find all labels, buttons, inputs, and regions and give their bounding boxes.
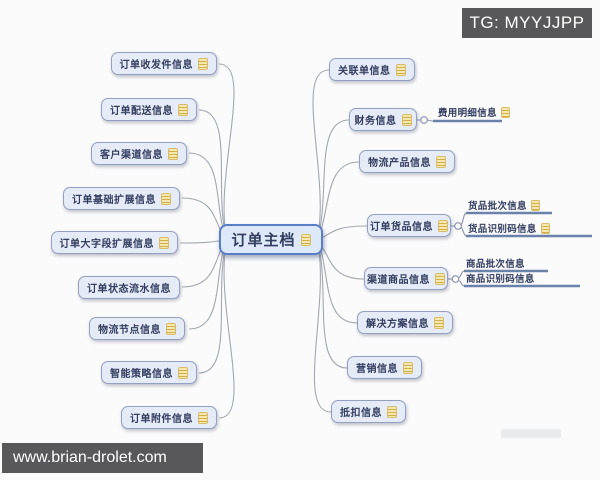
note-icon[interactable] — [403, 361, 413, 374]
note-icon[interactable] — [500, 106, 510, 118]
mindmap-node[interactable]: 渠道商品信息 — [364, 267, 448, 290]
tg-badge-text: TG: MYYJJPP — [469, 13, 585, 32]
mindmap-node[interactable]: 订单货品信息 — [367, 214, 451, 237]
subtopic-label: 商品识别码信息 — [466, 274, 535, 285]
mindmap-subtopic[interactable]: 货品批次信息 — [468, 199, 540, 212]
faint-watermark — [501, 429, 561, 438]
mindmap-node[interactable]: 订单基础扩展信息 — [63, 187, 180, 210]
node-label: 订单收发件信息 — [119, 60, 193, 71]
node-label: 财务信息 — [354, 116, 397, 127]
mindmap-node[interactable]: 订单附件信息 — [121, 406, 217, 429]
node-label: 渠道商品信息 — [367, 275, 430, 286]
collapse-handle-finance[interactable] — [420, 116, 428, 124]
node-label: 营销信息 — [356, 364, 398, 375]
mindmap-node[interactable]: 订单大字段扩展信息 — [50, 231, 178, 254]
mindmap-node[interactable]: 财务信息 — [349, 108, 417, 131]
mindmap-node[interactable]: 物流节点信息 — [89, 317, 185, 340]
site-bar-text: www.brian-drolet.com — [13, 449, 167, 466]
node-label: 订单状态流水信息 — [87, 284, 171, 295]
note-icon[interactable] — [178, 366, 188, 379]
note-icon[interactable] — [178, 103, 188, 116]
collapse-handle-order-goods[interactable] — [454, 222, 462, 230]
note-icon[interactable] — [438, 219, 448, 232]
subbranch-stubs — [417, 119, 467, 287]
note-icon[interactable] — [530, 199, 540, 211]
mindmap-node[interactable]: 营销信息 — [347, 356, 422, 379]
mindmap-node[interactable]: 抵扣信息 — [331, 400, 406, 423]
node-label: 物流产品信息 — [368, 158, 431, 169]
note-icon[interactable] — [168, 147, 178, 160]
mindmap-node[interactable]: 物流产品信息 — [359, 150, 455, 173]
note-icon[interactable] — [161, 192, 171, 205]
mindmap-node[interactable]: 订单收发件信息 — [110, 52, 217, 75]
root-label: 订单主档 — [231, 232, 296, 249]
note-icon[interactable] — [540, 222, 550, 234]
node-label: 抵扣信息 — [340, 408, 382, 419]
node-label: 物流节点信息 — [98, 325, 161, 336]
mindmap-subtopic[interactable]: 费用明细信息 — [438, 106, 510, 119]
note-icon[interactable] — [434, 316, 444, 329]
mindmap-node[interactable]: 订单配送信息 — [101, 98, 197, 121]
note-icon[interactable] — [401, 113, 412, 126]
child-underlines — [433, 119, 592, 288]
site-watermark-bar: www.brian-drolet.com — [2, 443, 203, 473]
node-label: 订单附件信息 — [130, 414, 193, 425]
note-icon[interactable] — [198, 57, 208, 70]
tg-watermark-badge: TG: MYYJJPP — [462, 8, 592, 38]
mindmap-root-node[interactable]: 订单主档 — [219, 224, 323, 255]
mindmap-subtopic[interactable]: 商品识别码信息 — [466, 272, 535, 285]
subtopic-label: 货品识别码信息 — [468, 224, 537, 235]
note-icon[interactable] — [198, 411, 208, 424]
collapse-handle-channel-goods[interactable] — [451, 275, 460, 283]
subtopic-label: 商品批次信息 — [466, 259, 525, 270]
mindmap-subtopic[interactable]: 商品批次信息 — [466, 257, 525, 270]
node-label: 订单大字段扩展信息 — [59, 239, 154, 250]
node-label: 订单货品信息 — [370, 222, 433, 233]
note-icon[interactable] — [159, 236, 169, 249]
mindmap-node[interactable]: 订单状态流水信息 — [78, 276, 180, 299]
subtopic-label: 货品批次信息 — [468, 201, 527, 212]
mindmap-subtopic[interactable]: 货品识别码信息 — [468, 222, 550, 235]
note-icon[interactable] — [300, 233, 311, 246]
mindmap-node[interactable]: 客户渠道信息 — [91, 142, 187, 165]
note-icon[interactable] — [395, 63, 406, 76]
node-label: 智能策略信息 — [110, 369, 173, 380]
node-label: 解决方案信息 — [366, 319, 429, 330]
mindmap-node[interactable]: 解决方案信息 — [357, 311, 453, 334]
node-label: 客户渠道信息 — [100, 150, 163, 161]
note-icon[interactable] — [166, 322, 176, 335]
mindmap-node[interactable]: 关联单信息 — [329, 58, 415, 81]
node-label: 订单配送信息 — [110, 106, 173, 117]
note-icon[interactable] — [436, 155, 446, 168]
node-label: 关联单信息 — [338, 66, 391, 77]
note-icon[interactable] — [387, 405, 397, 418]
subtopic-label: 费用明细信息 — [438, 108, 497, 119]
node-label: 订单基础扩展信息 — [72, 195, 156, 206]
note-icon[interactable] — [435, 272, 445, 285]
mindmap-node[interactable]: 智能策略信息 — [101, 361, 197, 384]
